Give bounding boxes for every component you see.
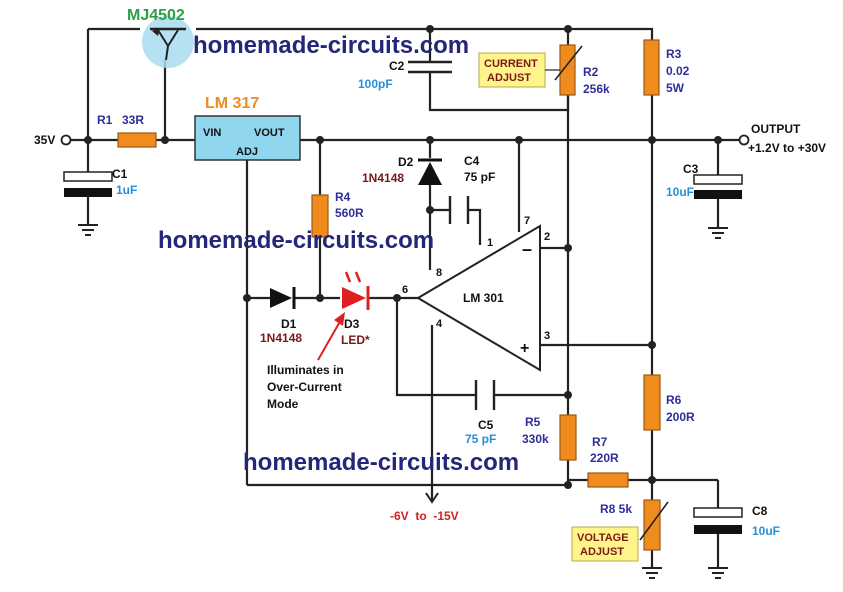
input-terminal [60,134,72,146]
c2-value: 100pF [358,77,393,91]
r8-name: R8 5k [600,502,632,516]
r5-value: 330k [522,432,549,446]
r4-name: R4 [335,190,351,204]
r2-arrow [554,45,583,81]
c3-value: 10uF [666,185,694,199]
junctions [84,25,722,489]
r3-name: R3 [666,47,682,61]
opamp-pin-1: 1 [487,237,493,249]
opamp-name: LM 301 [463,291,504,305]
r6-name: R6 [666,393,682,407]
lm317-vin-pin: VIN [203,127,221,139]
lm317-body [194,115,301,161]
capacitor-c5 [474,380,496,410]
d3-value: LED* [341,333,370,347]
c4-name: C4 [464,154,480,168]
annotation-line2: Over-Current [267,380,342,394]
r3-value: 0.02 [666,64,690,78]
d1-name: D1 [281,317,297,331]
resistor-r1 [117,132,157,148]
transistor-mj4502 [142,16,194,68]
annotation-arrow [317,317,343,361]
current-adjust-line2: ADJUST [487,72,531,84]
current-adjust-line1: CURRENT [484,58,538,70]
diode-d1 [270,287,296,309]
opamp-pin-8: 8 [436,267,442,279]
d3-name: D3 [344,317,360,331]
c5-name: C5 [478,418,494,432]
opamp-pin-4: 4 [436,318,443,330]
r8-arrow [639,501,669,541]
c1-name: C1 [112,167,128,181]
d2-name: D2 [398,155,414,169]
c4-value: 75 pF [464,170,495,184]
opamp-lm301-body [416,224,541,372]
r7-name: R7 [592,435,608,449]
capacitor-c4 [448,196,470,224]
c3-name: C3 [683,162,699,176]
d1-value: 1N4148 [260,331,302,345]
watermark-bottom: homemade-circuits.com [243,449,519,476]
transistor-name: MJ4502 [127,7,185,24]
output-terminal [738,134,750,146]
lm317-adj-pin: ADJ [236,146,258,158]
opamp-pin-6: 6 [402,284,408,296]
r5-name: R5 [525,415,541,429]
r7-value: 220R [590,451,619,465]
negative-supply-arrow [425,492,439,504]
ground-symbols [78,224,728,579]
opamp-minus: – [522,239,532,259]
r1-value: 33R [122,113,144,127]
lm317-name: LM 317 [205,95,259,112]
opamp-plus: + [520,340,529,357]
c8-value: 10uF [752,524,780,538]
opamp-pin-2: 2 [544,231,550,243]
capacitor-c1 [63,171,113,197]
watermark-top: homemade-circuits.com [193,32,469,59]
output-range: +1.2V to +30V [748,141,826,155]
resistor-r4 [311,194,329,238]
led-d3 [342,271,370,310]
annotation-arrowhead [334,312,345,326]
r6-value: 200R [666,410,695,424]
opamp-pin-3: 3 [544,330,550,342]
capacitor-c2 [408,60,452,74]
negative-supply-label: -6V to -15V [390,509,459,523]
c1-value: 1uF [116,183,137,197]
resistor-r5 [559,414,577,461]
resistor-r6 [643,374,661,431]
c8-name: C8 [752,504,768,518]
annotation-line1: Illuminates in [267,363,344,377]
r4-value: 560R [335,206,364,220]
opamp-pin-7: 7 [524,215,530,227]
output-label: OUTPUT [751,122,801,136]
capacitor-c8 [693,507,743,534]
r1-name: R1 [97,113,113,127]
resistor-r3 [643,39,660,96]
voltage-adjust-line1: VOLTAGE [577,532,629,544]
voltage-adjust-line2: ADJUST [580,546,624,558]
d2-value: 1N4148 [362,171,404,185]
watermark-middle: homemade-circuits.com [158,227,434,254]
diode-d2 [418,158,442,185]
input-label: 35V [34,133,55,147]
voltage-adjust-tag [571,526,639,562]
r3-power: 5W [666,81,685,95]
r2-value: 256k [583,82,610,96]
resistor-r7 [587,472,629,488]
c5-value: 75 pF [465,432,496,446]
annotation-line3: Mode [267,397,299,411]
lm317-vout-pin: VOUT [254,127,285,139]
capacitor-c3 [693,174,743,199]
wires [70,27,740,568]
c2-name: C2 [389,59,405,73]
r2-name: R2 [583,65,599,79]
